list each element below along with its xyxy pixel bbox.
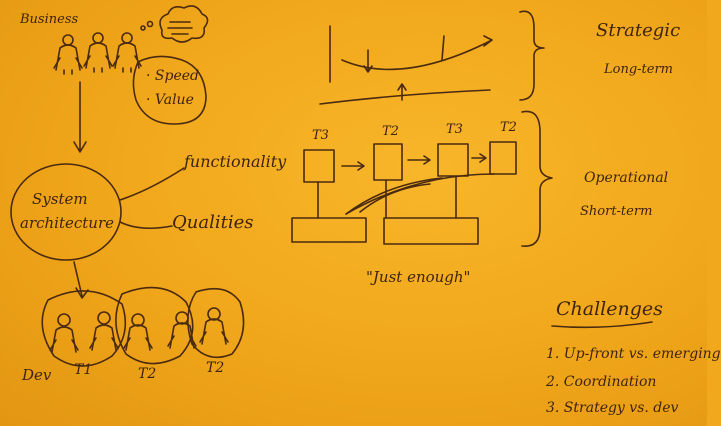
business-label: Business <box>20 12 79 27</box>
challenges-title: Challenges <box>556 298 663 320</box>
challenge-item-3: 3. Strategy vs. dev <box>546 400 679 416</box>
strategic-roadmap <box>319 25 493 105</box>
backlog-blocks <box>291 173 495 245</box>
dev-label: Dev <box>22 366 52 384</box>
qualities-label: Qualities <box>172 212 254 233</box>
business-to-arch-arrow <box>73 81 87 153</box>
strategic-label: Strategic <box>596 20 681 41</box>
sprint-label-4: T2 <box>500 120 517 135</box>
challenge-item-2: 2. Coordination <box>546 374 657 390</box>
sprint-label-1: T3 <box>312 128 329 143</box>
business-people <box>53 32 142 75</box>
functionality-label: functionality <box>184 152 287 171</box>
sprint-boxes <box>303 141 517 183</box>
speed-value-bubble <box>132 55 207 125</box>
strategic-brace <box>519 10 545 101</box>
link-qualities <box>119 221 173 230</box>
operational-brace <box>521 110 553 247</box>
sprint-label-3: T3 <box>446 122 463 137</box>
architecture-label-2: architecture <box>20 214 115 232</box>
short-term-label: Short-term <box>580 204 653 219</box>
sprint-label-2: T2 <box>382 124 399 139</box>
t1-label: T1 <box>74 362 93 378</box>
thought-bubble <box>140 5 209 43</box>
arch-to-teams-arrow <box>73 261 89 299</box>
value-label: · Value <box>146 92 194 108</box>
architecture-circle <box>10 163 122 261</box>
developer-people <box>49 307 229 353</box>
architecture-label-1: System <box>32 190 88 208</box>
challenge-item-1: 1. Up-front vs. emerging <box>546 346 721 362</box>
speed-label: · Speed <box>146 68 199 84</box>
t2-label-a: T2 <box>138 366 157 382</box>
long-term-label: Long-term <box>604 62 674 77</box>
team-circles <box>41 286 245 367</box>
operational-label: Operational <box>584 170 669 186</box>
link-functionality <box>119 167 185 201</box>
challenges-underline <box>551 321 653 329</box>
just-enough-label: "Just enough" <box>366 268 471 286</box>
t2-label-b: T2 <box>206 360 225 376</box>
